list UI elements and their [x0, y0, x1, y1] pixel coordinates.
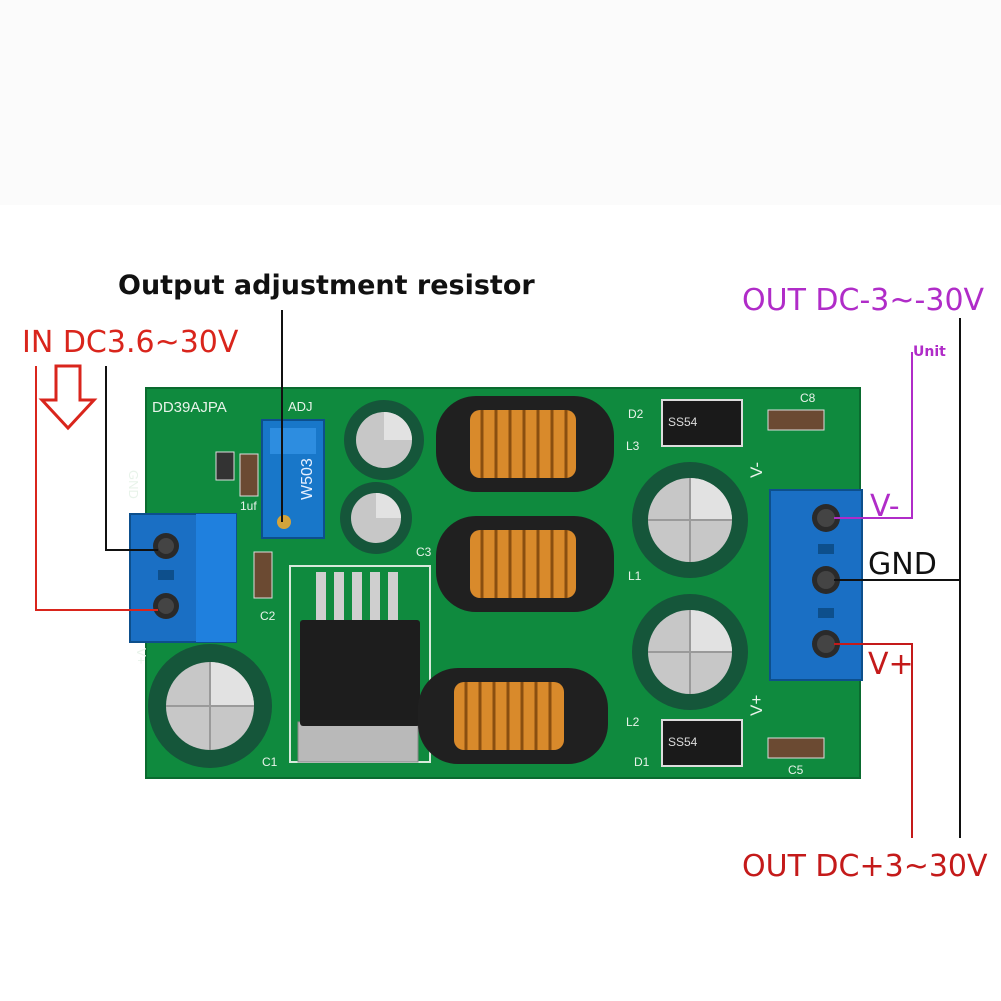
silk-v-minus: V-	[747, 461, 766, 478]
input-voltage-label: IN DC3.6~30V	[22, 325, 239, 360]
capacitor-right-top	[632, 462, 748, 578]
capacitor-right-bottom	[632, 594, 748, 710]
smd-cap-c5	[767, 737, 825, 759]
diode-d2	[661, 399, 743, 447]
silk-diode-d2: SS54	[668, 415, 698, 429]
output-positive-label: OUT DC+3~30V	[742, 849, 988, 884]
capacitor-c1	[148, 644, 272, 768]
silk-v-in: V+	[134, 648, 149, 665]
pot-screw	[277, 515, 291, 529]
ic-tab	[297, 721, 419, 763]
inductor-l2	[418, 668, 608, 764]
input-arrow-icon	[38, 364, 98, 431]
silk-l2: L2	[626, 715, 640, 729]
inductor-l3	[436, 396, 614, 492]
silk-d1: D1	[634, 755, 650, 769]
ic-pins	[316, 572, 398, 622]
silk-c2: C2	[260, 609, 276, 623]
silk-pot: W503	[299, 458, 316, 500]
input-terminal-block	[129, 513, 237, 643]
capacitor-c3-top	[344, 400, 424, 480]
capacitor-c3	[340, 482, 412, 554]
silk-gnd: GND	[126, 470, 141, 499]
silk-d2: D2	[628, 407, 644, 421]
photo-background	[0, 0, 1001, 205]
smd-cap-1uf	[239, 453, 259, 497]
inductor-l1	[436, 516, 614, 612]
silk-l1: L1	[628, 569, 642, 583]
silk-1uf: 1uf	[240, 499, 257, 513]
input-vplus-line	[35, 366, 158, 611]
silk-c5: C5	[788, 763, 804, 777]
silk-c3: C3	[416, 545, 432, 559]
silk-diode-d1: SS54	[668, 735, 698, 749]
output-vminus-line	[834, 352, 913, 519]
smd-cap-c8	[767, 409, 825, 431]
gnd-label: GND	[868, 547, 937, 582]
silk-model: DD39AJPA	[152, 399, 227, 416]
output-negative-label: OUT DC-3~-30V	[742, 283, 985, 318]
v-minus-label: V-	[870, 489, 900, 524]
smd-cap-c2	[253, 551, 273, 599]
silk-l3: L3	[626, 439, 640, 453]
output-terminal-block	[769, 489, 863, 681]
unit-label: Unit	[913, 344, 946, 360]
ic-chip	[300, 620, 420, 726]
diode-d1	[661, 719, 743, 767]
input-gnd-line	[105, 366, 158, 551]
smd-resistor	[215, 451, 235, 481]
v-plus-label: V+	[868, 647, 914, 682]
adjust-resistor-label: Output adjustment resistor	[118, 270, 535, 301]
silk-c1: C1	[262, 755, 278, 769]
silk-v-plus: V+	[747, 694, 766, 716]
silk-adj: ADJ	[288, 399, 313, 414]
silk-c8: C8	[800, 391, 816, 405]
output-vplus-line	[834, 643, 913, 838]
